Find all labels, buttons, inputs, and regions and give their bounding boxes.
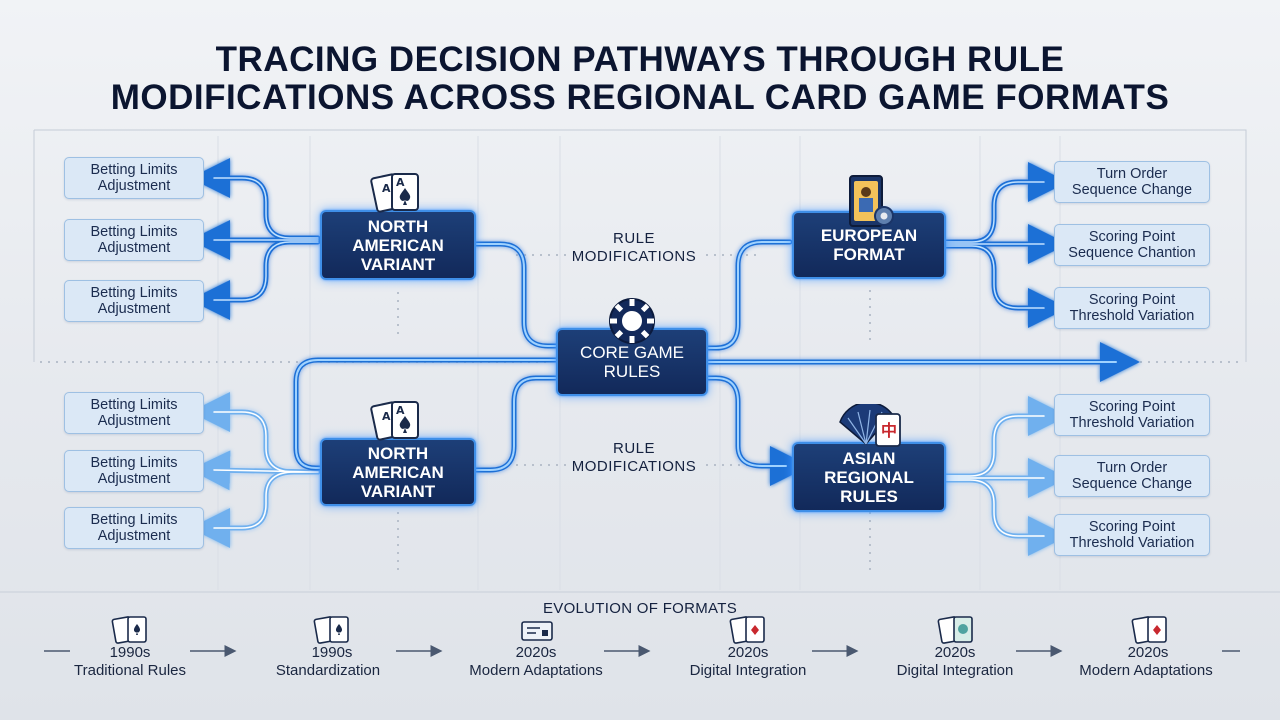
timeline-year-6: 2020s: [1127, 644, 1169, 661]
svg-text:A: A: [396, 176, 405, 189]
timeline-year-5: 2020s: [934, 644, 976, 661]
timeline-year-3: 2020s: [515, 644, 557, 661]
fan-mahjong-tile-icon: 中: [839, 404, 901, 447]
page-title-line-1: TRACING DECISION PATHWAYS THROUGH RULE: [215, 40, 1065, 79]
main-flow-connectors: [293, 239, 1140, 486]
poker-chip-icon: [609, 298, 655, 344]
right-top-connectors: [943, 162, 1068, 328]
timeline-year-1: 1990s: [109, 644, 151, 661]
dotted-guides: [40, 254, 1240, 570]
svg-text:中: 中: [881, 421, 897, 440]
svg-text:A: A: [382, 410, 391, 423]
timeline-year-4: 2020s: [727, 644, 769, 661]
tarot-card-gear-icon: [849, 175, 894, 227]
timeline-desc-1: Traditional Rules: [74, 662, 186, 679]
timeline-desc-3: Modern Adaptations: [469, 662, 603, 679]
timeline-desc-2: Standardization: [275, 662, 381, 679]
right-bottom-connectors: [943, 396, 1068, 556]
playing-cards-icon: A A: [370, 173, 419, 213]
background-frame: [33, 129, 1247, 362]
timeline-cards-icon-4: [1131, 616, 1167, 644]
timeline-desc-4: Digital Integration: [689, 662, 807, 679]
left-bottom-connectors: [190, 392, 321, 548]
timeline-cards-icon-2: [313, 616, 349, 644]
timeline-digital-panel-icon: [521, 621, 553, 641]
timeline-cards-icon-1: [111, 616, 147, 644]
page-title-line-2: MODIFICATIONS ACROSS REGIONAL CARD GAME …: [110, 78, 1170, 117]
playing-cards-icon: A A: [370, 401, 419, 441]
timeline-axis: [0, 591, 1280, 657]
svg-text:A: A: [396, 404, 405, 417]
timeline-desc-6: Modern Adaptations: [1079, 662, 1213, 679]
timeline-desc-5: Digital Integration: [896, 662, 1014, 679]
timeline-digital-cards-icon: [937, 616, 973, 644]
timeline-year-2: 1990s: [311, 644, 353, 661]
svg-text:A: A: [382, 182, 391, 195]
timeline-cards-icon-3: [729, 616, 765, 644]
timeline-label: EVOLUTION OF FORMATS: [542, 600, 738, 617]
left-top-connectors: [190, 158, 321, 320]
